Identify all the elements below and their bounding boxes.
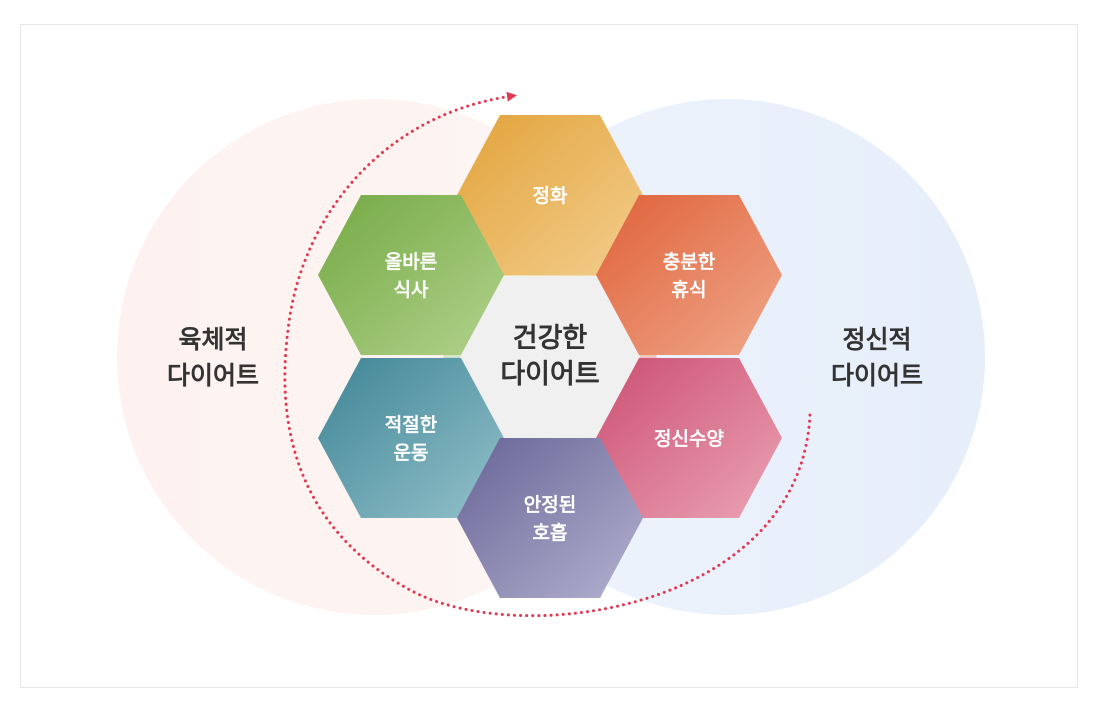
hex-upper-left-label-2: 식사: [394, 279, 429, 301]
left-circle-label-1: 육체적: [178, 325, 247, 354]
hexagon-lower-left: [318, 358, 504, 518]
hexagon-bottom: [457, 438, 643, 598]
right-circle-label-2: 다이어트: [831, 361, 923, 390]
center-label-1: 건강한: [513, 323, 588, 354]
hex-upper-right-label-1: 충분한: [663, 251, 716, 273]
hexagon-upper-left: [318, 195, 504, 355]
cycle-arrow: [283, 91, 812, 618]
hex-bottom-label-1: 안정된: [524, 494, 576, 516]
hex-top-label: 정화: [533, 185, 568, 207]
hex-bottom-label-2: 호흡: [533, 521, 568, 544]
center-label-2: 다이어트: [500, 359, 599, 390]
center-hexagon: [460, 276, 640, 438]
hexagon-upper-right: [596, 195, 782, 355]
right-circle-label-1: 정신적: [842, 325, 911, 354]
hex-lower-left-label-1: 적절한: [385, 414, 438, 436]
hex-lower-right-label: 정신수양: [654, 428, 724, 450]
hexagon-lower-right: [596, 358, 782, 518]
hex-lower-left-label-2: 운동: [394, 442, 429, 464]
hex-upper-right-label-2: 휴식: [672, 279, 707, 301]
hex-upper-left-label-1: 올바른: [385, 251, 437, 273]
left-circle-label-2: 다이어트: [167, 361, 259, 390]
hexagon-top: [457, 115, 643, 275]
